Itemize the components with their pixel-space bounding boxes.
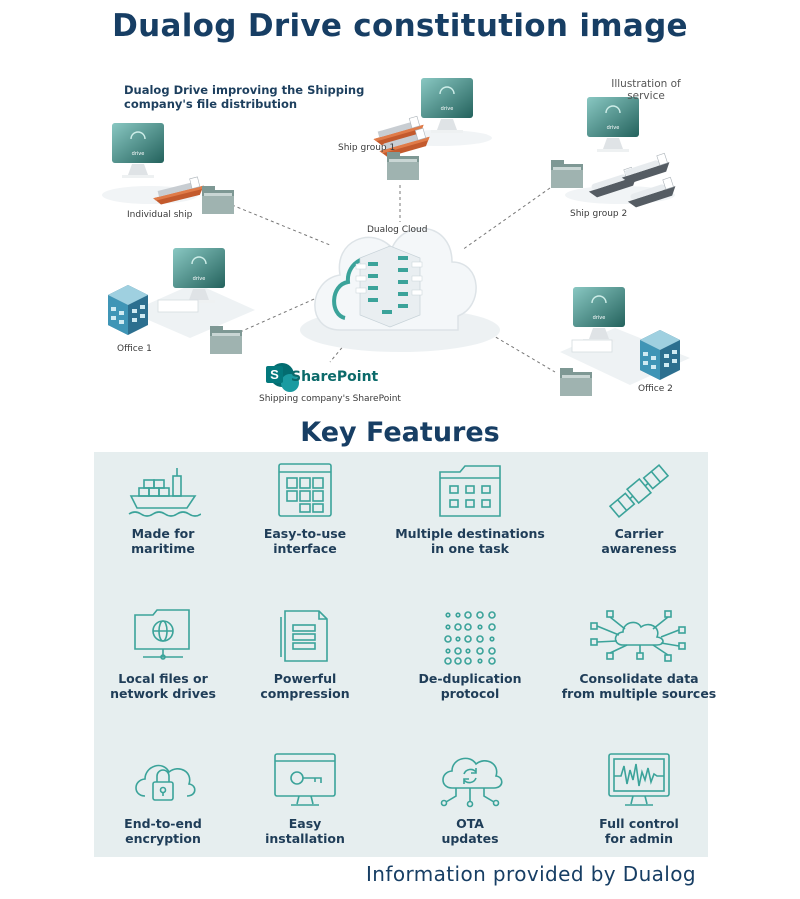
feature-multiple-destinations: Multiple destinations in one task [380,462,560,556]
monitor-brand-text: drive [193,276,206,282]
architecture-diagram: S drive drive drive drive drive [102,77,690,396]
feature-label: Easy installation [265,816,345,846]
diagram-subtitle: Dualog Drive improving the Shipping comp… [124,83,365,111]
feature-ota-updates: OTA updates [395,752,545,846]
feature-label: Multiple destinations in one task [395,526,545,556]
cloud-sync-icon [440,757,503,808]
feature-label: Full control for admin [599,816,679,846]
footer-credit: Information provided by Dualog [366,862,696,886]
label-ship-group-2: Ship group 2 [570,209,628,219]
monitor-brand-text: drive [132,151,145,157]
label-dualog-cloud: Dualog Cloud [367,225,428,235]
label-ship-group-1: Ship group 1 [338,143,396,153]
feature-deduplication: De-duplication protocol [395,607,545,701]
ship-icon [128,468,201,517]
features-title: Key Features [300,417,500,448]
ship-group-2-node [551,96,679,210]
network-folder-icon [134,609,190,660]
features-panel: Made for maritime Easy-to-use interface … [94,452,716,857]
feature-label: De-duplication protocol [418,671,522,701]
feature-made-for-maritime: Made for maritime [88,462,238,556]
monitor-brand-text: drive [441,106,454,112]
feature-consolidate-data: Consolidate data from multiple sources [549,607,729,701]
feature-label: Made for maritime [131,526,195,556]
page-title: Dualog Drive constitution image [112,8,688,44]
satellite-icon [608,463,670,519]
feature-easy-installation: Easy installation [230,752,380,846]
feature-label: Easy-to-use interface [263,526,347,556]
monitor-wave-icon [608,753,670,806]
individual-ship-node [102,122,234,214]
sharepoint-logo-letter: S [270,367,279,382]
multi-destination-icon [439,465,501,517]
label-sharepoint: Shipping company's SharePoint [259,394,401,404]
office-1-node [108,247,255,354]
feature-local-files: Local files or network drives [88,607,238,701]
label-office-1: Office 1 [117,344,152,354]
feature-label: Carrier awareness [601,526,677,556]
sharepoint-logo: S [266,363,299,392]
feature-label: Powerful compression [260,671,350,701]
dualog-cloud-icon [314,227,477,331]
feature-label: Consolidate data from multiple sources [561,671,717,701]
office-2-node [560,286,690,396]
ship-group-1-node [370,77,492,180]
feature-label: OTA updates [441,816,499,846]
deduplication-icon [444,611,496,665]
monitor-brand-text: drive [607,125,620,131]
label-individual-ship: Individual ship [127,210,193,220]
feature-powerful-compression: Powerful compression [230,607,380,701]
compression-icon [280,610,328,662]
cloud-lock-icon [135,764,196,801]
monitor-key-icon [274,753,336,806]
sharepoint-logo-text: SharePoint [291,369,379,385]
illustration-label: Illustration of service [611,78,681,102]
feature-label: End-to-end encryption [124,816,202,846]
feature-label: Local files or network drives [110,671,216,701]
feature-easy-to-use: Easy-to-use interface [230,462,380,556]
feature-full-control: Full control for admin [564,752,714,846]
feature-encryption: End-to-end encryption [88,752,238,846]
cloud-network-icon [590,610,686,662]
monitor-brand-text: drive [593,315,606,321]
interface-grid-icon [278,463,332,517]
label-office-2: Office 2 [638,384,673,394]
feature-carrier-awareness: Carrier awareness [564,462,714,556]
